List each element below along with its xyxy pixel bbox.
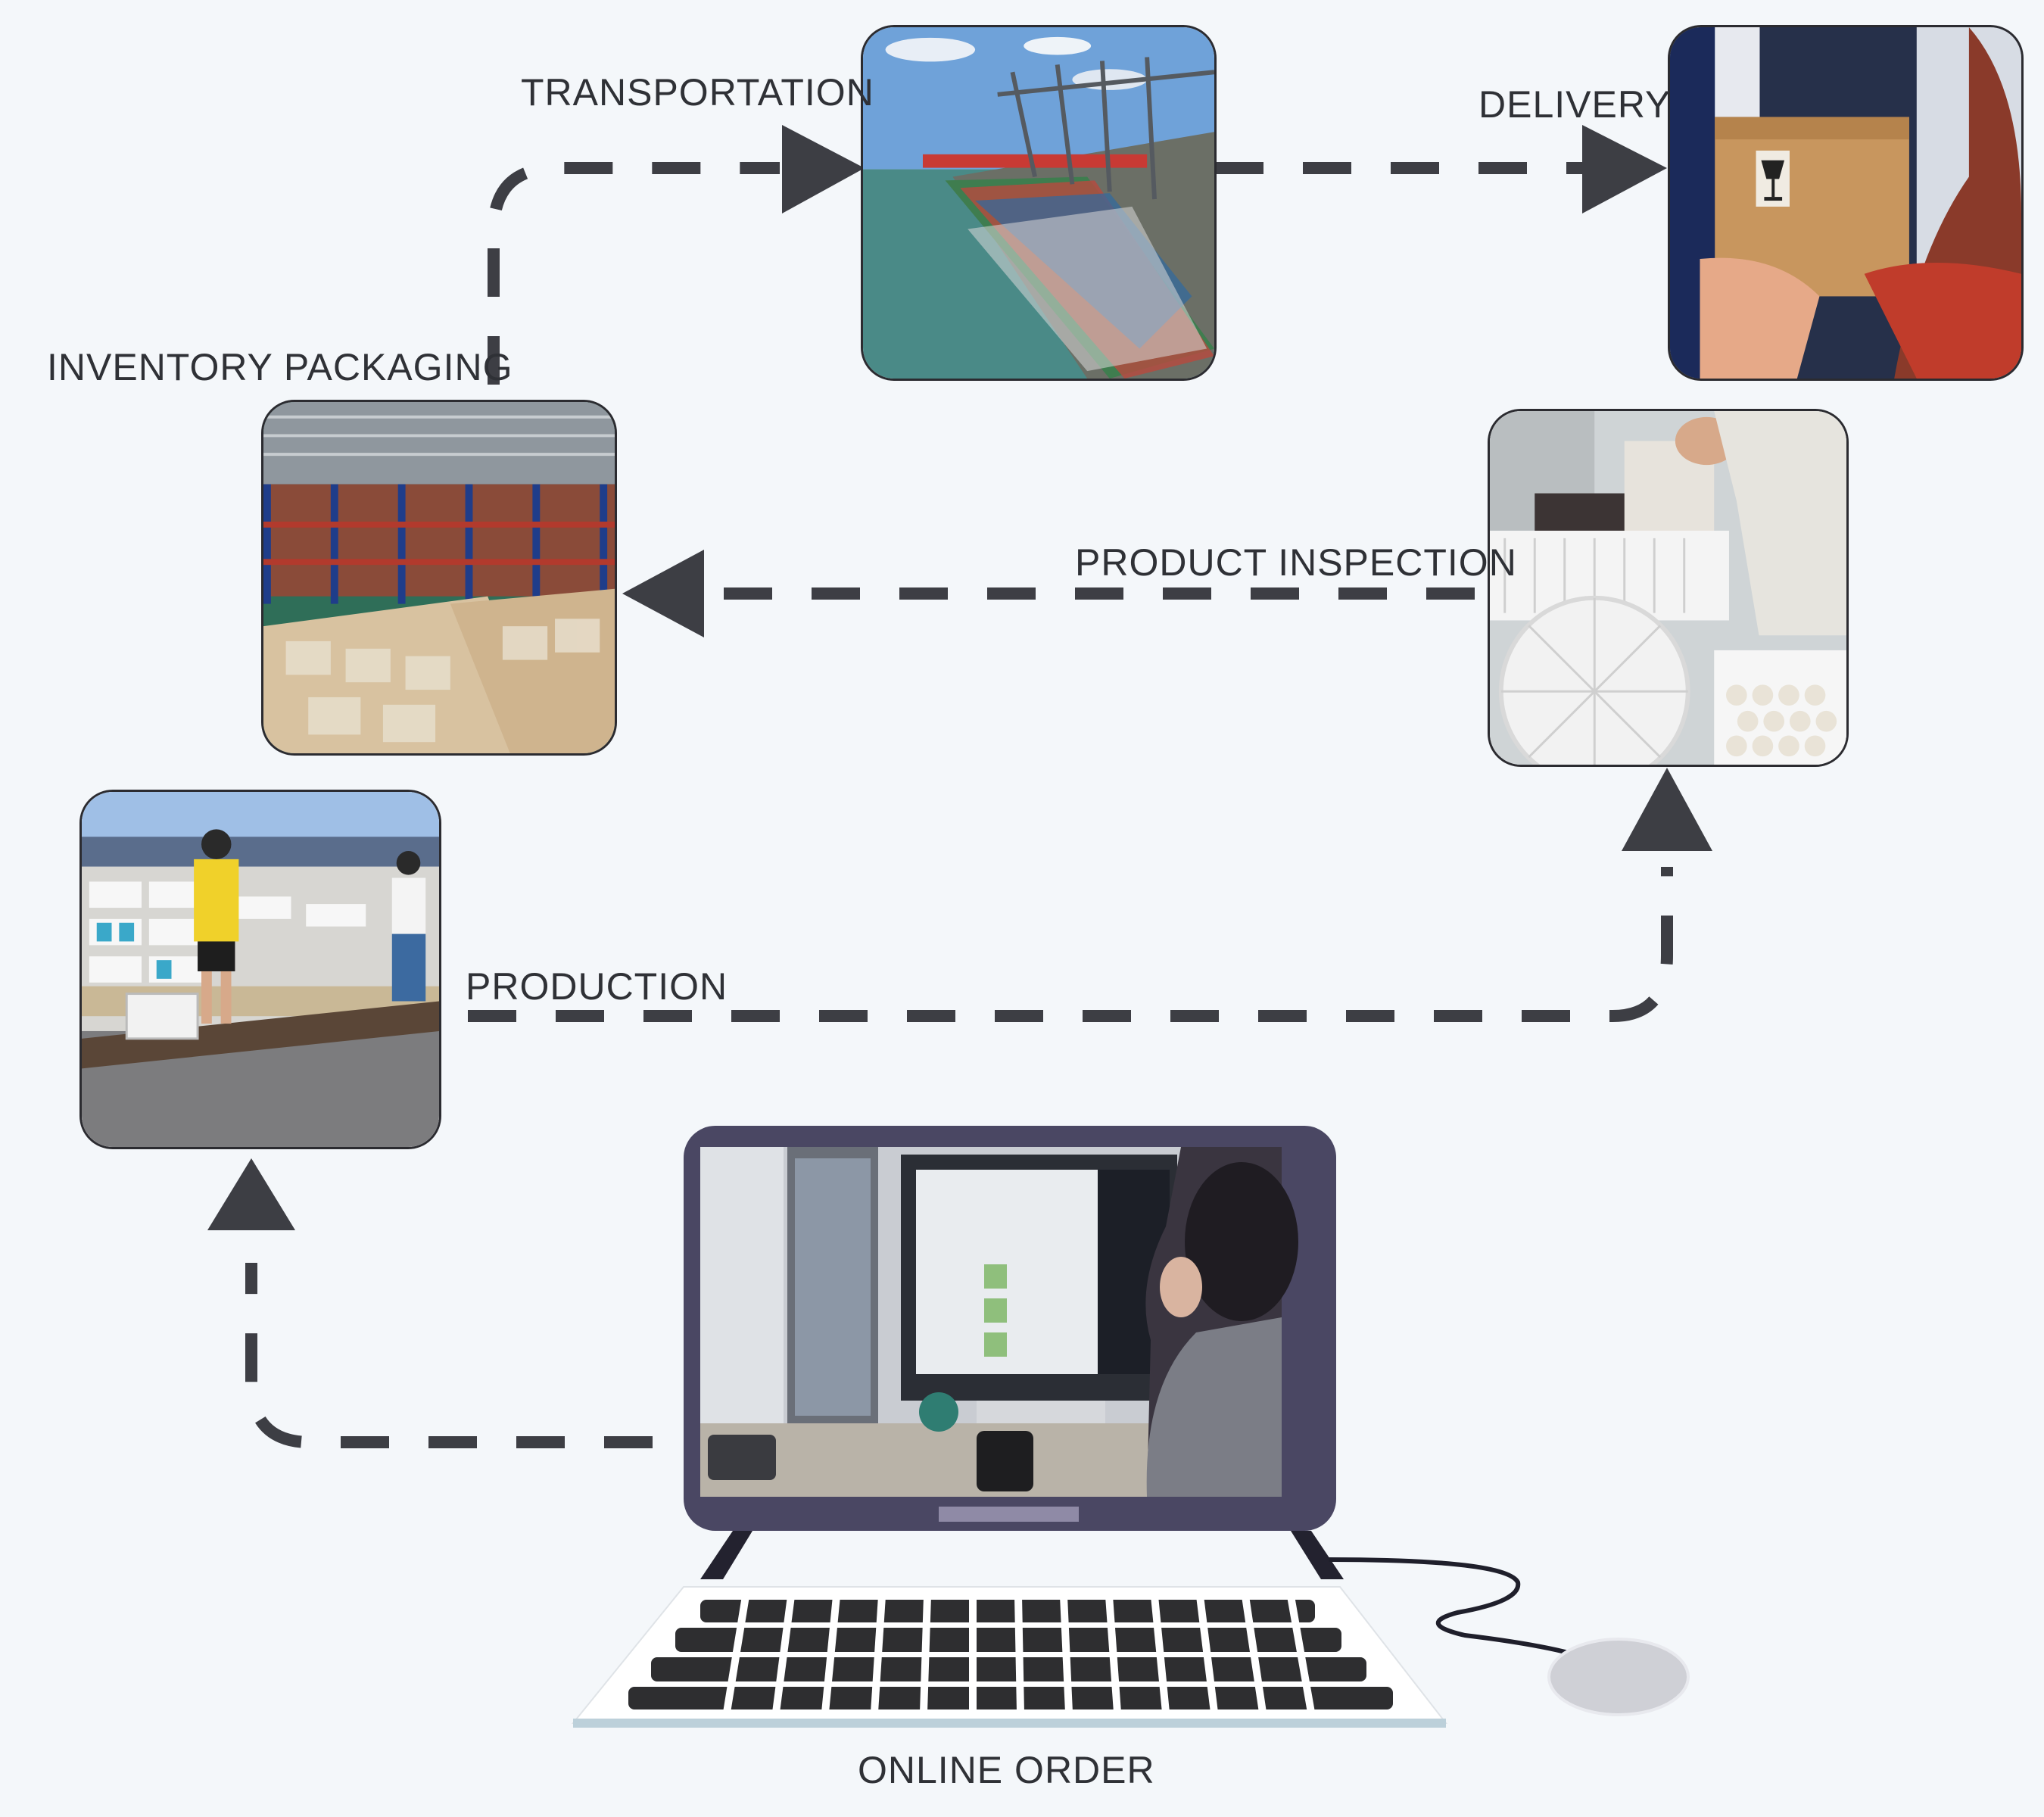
triangle-arrow-icon xyxy=(782,125,865,213)
laptop-stand xyxy=(1291,1531,1344,1579)
delivery-photo xyxy=(1668,25,2024,381)
transportation-photo xyxy=(861,25,1217,381)
product-inspection-photo xyxy=(1488,409,1849,767)
triangle-arrow-icon xyxy=(1582,125,1667,213)
triangle-arrow-icon xyxy=(207,1158,295,1230)
step-label-product-inspection: PRODUCT INSPECTION xyxy=(1075,541,1517,584)
laptop-stand xyxy=(700,1531,752,1579)
connector-production-to-inspection xyxy=(468,867,1673,1022)
connector-order-to-production xyxy=(245,1263,653,1448)
computer-mouse[interactable] xyxy=(1547,1638,1690,1716)
laptop-screen-bar xyxy=(939,1507,1079,1522)
mouse-cable xyxy=(1328,1557,1599,1664)
production-photo xyxy=(79,790,441,1149)
step-label-delivery: DELIVERY xyxy=(1478,83,1672,126)
flow-connectors xyxy=(207,125,1712,1448)
step-label-production: PRODUCTION xyxy=(466,965,728,1008)
step-label-inventory-packaging: INVENTORY PACKAGING xyxy=(47,346,513,388)
laptop-illustration xyxy=(571,1126,1690,1728)
step-label-online-order: ONLINE ORDER xyxy=(858,1749,1155,1791)
triangle-arrow-icon xyxy=(622,550,704,637)
inventory-packaging-photo xyxy=(261,400,617,756)
triangle-arrow-icon xyxy=(1622,768,1712,851)
connector-packaging-to-transportation xyxy=(488,162,780,385)
step-label-transportation: TRANSPORTATION xyxy=(521,71,874,114)
